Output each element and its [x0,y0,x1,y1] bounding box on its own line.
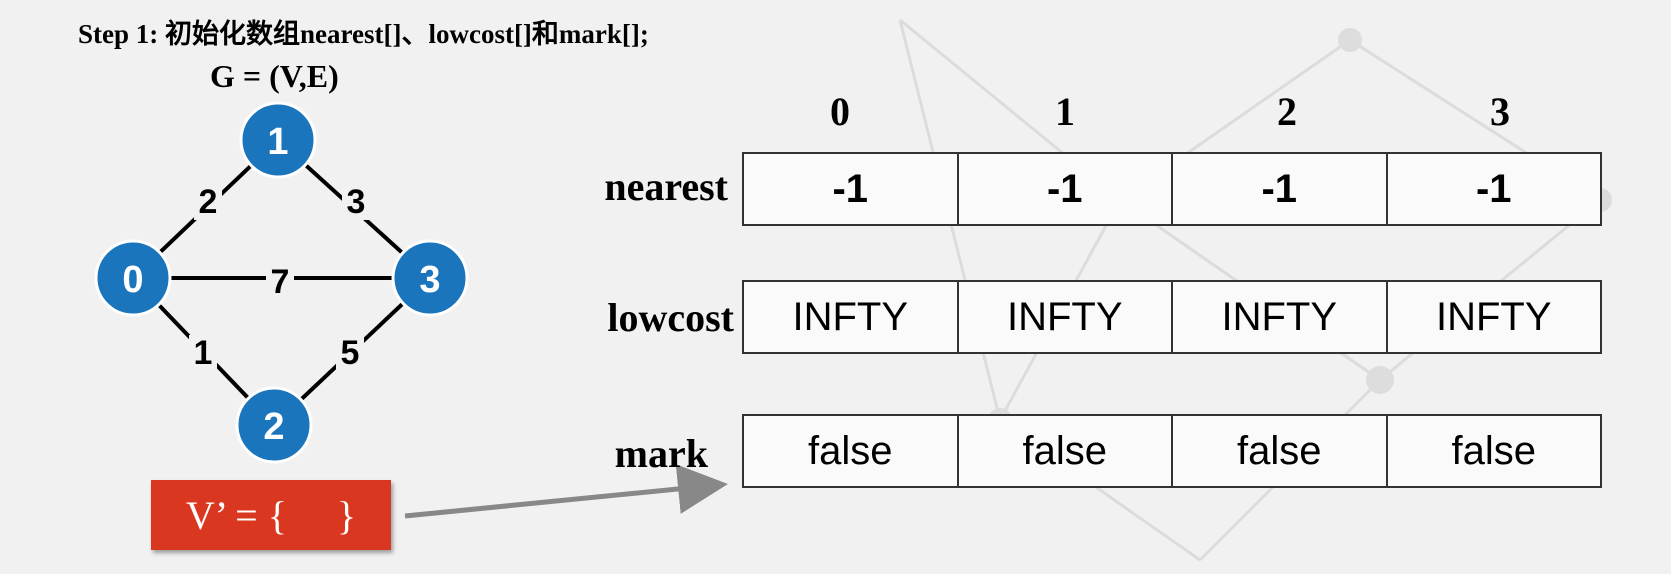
selected-vertex-set: V’ = { } [151,480,391,550]
column-header-3: 3 [1490,89,1510,134]
arrow-connector [404,464,728,519]
nearest-cell-3: -1 [1475,166,1512,211]
edge-weight-0-2: 1 [194,334,213,372]
row-label-nearest: nearest [604,164,728,209]
edge-weight-bg-2-3 [336,335,364,371]
lowcost-cell-3: INFTY [1435,294,1552,339]
edge-weight-bg-0-3 [266,264,294,300]
row-label-mark: mark [614,431,708,476]
lowcost-row: INFTY INFTY INFTY INFTY [742,280,1602,354]
graph-label: G = (V,E) [210,58,339,94]
mark-cell-1: false [959,416,1173,486]
lowcost-cell-2: INFTY [1173,282,1388,352]
lowcost-cell-0: INFTY [744,282,959,352]
lowcost-cell-1: INFTY [959,282,1173,352]
edge-weight-2-3: 5 [341,334,360,372]
mark-cell-2: false [1173,416,1388,486]
step-title: Step 1: 初始化数组nearest[]、lowcost[]和mark[]; [78,19,649,49]
node-2 [235,386,313,464]
column-header-2: 2 [1277,89,1297,134]
column-header-0: 0 [830,89,850,134]
node-label-0: 0 [122,259,143,301]
edge-weight-bg-1-3 [342,184,370,220]
node-label-1: 1 [267,121,288,163]
mark-row: false false false false [742,414,1602,488]
nearest-row: -1 -1 -1 -1 [742,152,1602,226]
column-header-1: 1 [1055,89,1075,134]
node-label-3: 3 [419,259,440,301]
edge-weight-bg-0-1 [194,184,222,220]
node-1 [239,101,317,179]
node-0 [94,239,172,317]
nearest-cell-1: -1 [959,154,1173,224]
node-3 [391,239,469,317]
edge-weight-bg-0-2 [189,335,217,371]
node-label-2: 2 [263,406,284,448]
edge-weight-0-3: 7 [271,263,290,301]
mark-cell-3: false [1451,428,1537,473]
row-label-lowcost: lowcost [607,295,734,340]
edge-weight-0-1: 2 [199,183,218,221]
edge-weight-1-3: 3 [347,183,366,221]
nearest-cell-2: -1 [1173,154,1388,224]
mark-cell-0: false [744,416,959,486]
nearest-cell-0: -1 [744,154,959,224]
